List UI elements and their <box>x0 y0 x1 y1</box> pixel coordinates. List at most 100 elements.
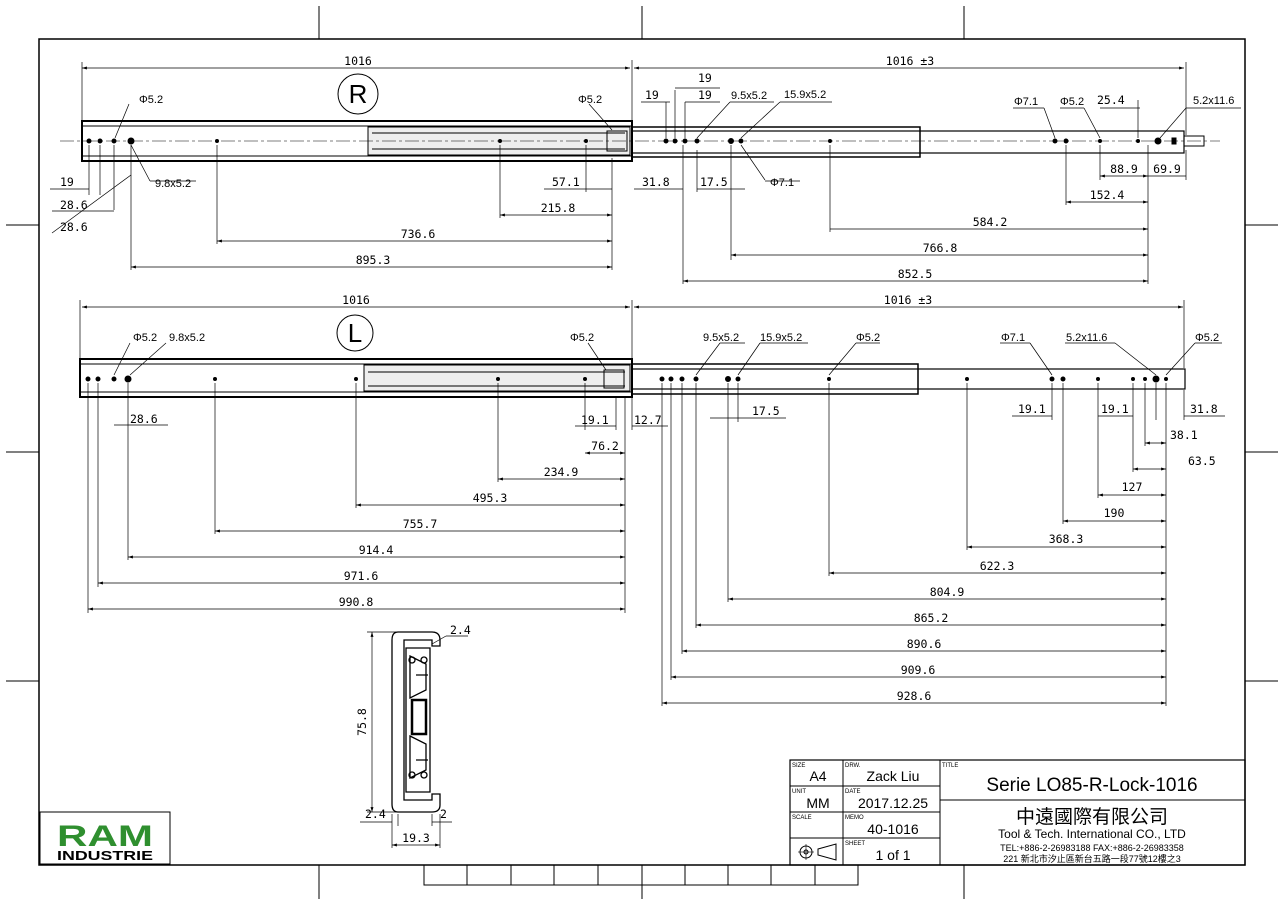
dimension-label: 495.3 <box>473 491 508 505</box>
dimension-label: 890.6 <box>907 637 942 651</box>
company-address: 221 新北市汐止區新台五路一段77號12樓之3 <box>1003 853 1181 864</box>
dimension-label: 69.9 <box>1153 162 1181 176</box>
memo-value: 40-1016 <box>867 821 919 837</box>
drawing-title: Serie LO85-R-Lock-1016 <box>986 775 1197 796</box>
dimension-label: 15.9x5.2 <box>784 89 826 101</box>
dimension-label: 88.9 <box>1110 162 1138 176</box>
dimension-label: 9.5x5.2 <box>703 332 739 344</box>
dimension-label: Φ5.2 <box>570 332 594 344</box>
dimension-label: 19.1 <box>1018 402 1046 416</box>
sheet-frame <box>6 6 1278 899</box>
dimension-label: 368.3 <box>1049 532 1084 546</box>
dimension-label: 17.5 <box>700 175 728 189</box>
dimension-label: DATE <box>845 789 861 795</box>
title-block: SIZE A4 DRW. Zack Liu TITLE Serie LO85-R… <box>789 759 1246 866</box>
dimension-label: 19 <box>60 175 74 189</box>
dimension-label: Φ5.2 <box>578 94 602 106</box>
dimension-label: 909.6 <box>901 663 936 677</box>
dimension-label: Φ5.2 <box>856 332 880 344</box>
dimension-label: 75.8 <box>355 708 369 736</box>
dimension-label: 928.6 <box>897 689 932 703</box>
dimension-label: 19 <box>645 88 659 102</box>
dimension-label: SIZE <box>792 763 805 769</box>
right-view-letter: R <box>349 79 368 109</box>
dimension-label: 19 <box>698 71 712 85</box>
dimension-label: 804.9 <box>930 585 965 599</box>
dimension-label: 9.8x5.2 <box>155 178 191 190</box>
dimension-label: 5.2x11.6 <box>1066 332 1107 344</box>
dimension-label: SHEET <box>845 841 865 847</box>
dimension-label: 1016 <box>344 54 372 68</box>
logo-brand: RAM <box>57 820 153 853</box>
dimension-label: TITLE <box>942 763 958 769</box>
dimension-label: 152.4 <box>1090 188 1125 202</box>
cross-section-view: 2.4 75.8 2.4 2 19.3 <box>355 623 471 848</box>
left-slide-body <box>79 358 1186 398</box>
sheet-value: 1 of 1 <box>875 847 910 863</box>
dimension-label: 2.4 <box>450 623 471 637</box>
dimension-label: MEMO <box>845 815 864 821</box>
left-view-letter: L <box>348 318 362 348</box>
size-value: A4 <box>809 768 826 784</box>
left-dimension-text: 1016 1016 ±3 Φ5.2 9.8x5.2 Φ5.2 9.5x5.2 1… <box>130 293 1219 703</box>
dimension-label: Φ7.1 <box>1001 332 1025 344</box>
dimension-label: 57.1 <box>552 175 580 189</box>
company-logo: RAM INDUSTRIE <box>39 811 171 865</box>
dimension-label: 736.6 <box>401 227 436 241</box>
right-slide-body <box>60 120 1220 162</box>
dimension-label: 31.8 <box>642 175 670 189</box>
dimension-label: 5.2x11.6 <box>1193 95 1234 107</box>
section-profile <box>391 631 441 813</box>
right-view-marker <box>337 73 379 115</box>
dimension-label: 63.5 <box>1188 454 1216 468</box>
dimension-label: 28.6 <box>60 198 88 212</box>
dimension-label: 755.7 <box>403 517 438 531</box>
dimension-label: Φ5.2 <box>133 332 157 344</box>
dimension-label: Φ7.1 <box>770 177 794 189</box>
dimension-label: 19 <box>698 88 712 102</box>
company-name-english: Tool & Tech. International CO., LTD <box>998 827 1186 841</box>
dimension-label: 1016 <box>342 293 370 307</box>
dimension-label: 28.6 <box>60 220 88 234</box>
company-name-chinese: 中遠國際有限公司 <box>1016 806 1168 828</box>
dimension-label: 914.4 <box>359 543 394 557</box>
left-dimension-lines <box>79 300 1225 706</box>
dimension-label: DRW. <box>845 763 861 769</box>
dimension-label: 17.5 <box>752 404 780 418</box>
dimension-label: 852.5 <box>898 267 933 281</box>
dimension-label: 215.8 <box>541 201 576 215</box>
section-dimension-text: 2.4 75.8 2.4 2 19.3 <box>355 623 471 845</box>
dimension-label: 234.9 <box>544 465 579 479</box>
unit-value: MM <box>806 795 829 811</box>
dimension-label: 190 <box>1104 506 1125 520</box>
dimension-label: 766.8 <box>923 241 958 255</box>
dimension-label: Φ5.2 <box>139 94 163 106</box>
dimension-label: 19.1 <box>581 413 609 427</box>
dimension-label: 584.2 <box>973 215 1008 229</box>
drawn-by: Zack Liu <box>867 768 920 784</box>
dimension-label: 9.8x5.2 <box>169 332 205 344</box>
right-dimension-lines <box>50 60 1241 284</box>
dimension-label: 895.3 <box>356 253 391 267</box>
dimension-label: 76.2 <box>591 439 619 453</box>
date-value: 2017.12.25 <box>858 795 928 811</box>
dimension-label: 1016 ±3 <box>884 293 933 307</box>
section-dimension-lines <box>360 631 468 848</box>
dimension-label: 622.3 <box>980 559 1015 573</box>
dimension-label: 15.9x5.2 <box>760 332 802 344</box>
dimension-label: 127 <box>1122 480 1143 494</box>
left-slide-view: L <box>79 293 1225 706</box>
dimension-label: 9.5x5.2 <box>731 90 767 102</box>
dimension-label: 971.6 <box>344 569 379 583</box>
dimension-label: 865.2 <box>914 611 949 625</box>
company-phone: TEL:+886-2-26983188 FAX:+886-2-26983358 <box>1000 843 1184 853</box>
dimension-label: 2 <box>440 807 447 821</box>
dimension-label: SCALE <box>792 815 812 821</box>
dimension-label: 2.4 <box>365 807 386 821</box>
dimension-label: Φ5.2 <box>1060 96 1084 108</box>
right-slide-view: R <box>50 54 1241 284</box>
dimension-label: 19.1 <box>1101 402 1129 416</box>
dimension-label: Φ7.1 <box>1014 96 1038 108</box>
dimension-label: Φ5.2 <box>1195 332 1219 344</box>
